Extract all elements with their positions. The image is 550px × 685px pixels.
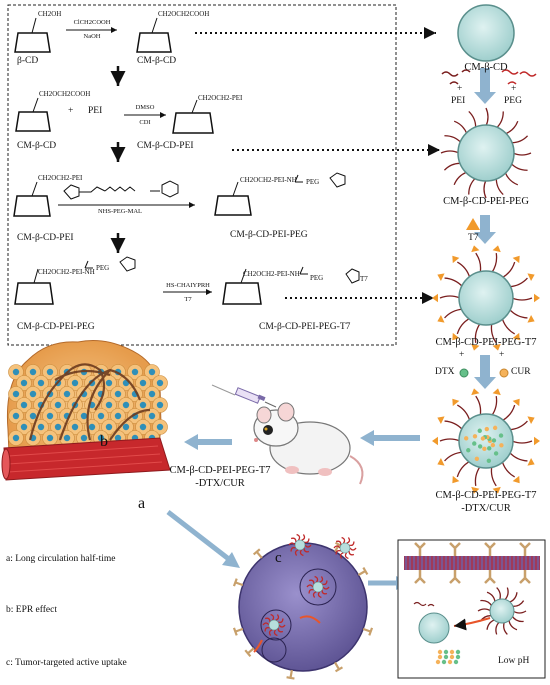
pei-squiggles — [441, 69, 471, 85]
group-row3-left: CH2OCH2-PEI — [38, 174, 83, 182]
caption-c: c: Tumor-targeted active uptake — [6, 658, 127, 668]
cd-cone-row3-left — [13, 181, 51, 217]
cd-cone-cm-beta-cd-pei — [172, 99, 214, 134]
assembly-plus-4: + — [499, 350, 505, 360]
inset-released-cd — [413, 601, 461, 665]
group-row4-left: CH2OCH2-PEI-NH — [38, 268, 95, 276]
assembly-step3: CM-β-CD-PEI-PEG-T7 — [435, 337, 537, 348]
reagent-nhs-peg-mal: NHS-PEG-MAL — [97, 208, 143, 215]
syringe-icon — [211, 384, 277, 408]
peg-row4-right: PEG — [310, 274, 324, 282]
mouse-illustration — [253, 402, 364, 485]
reagent-dmso: DMSO — [135, 104, 155, 111]
assembly-pei: PEI — [451, 96, 466, 106]
cd-particle-1 — [457, 4, 515, 62]
caption-a: a: Long circulation half-time — [6, 554, 116, 564]
tumor-cell — [232, 533, 374, 680]
cd-cone-cm-beta-cd-pei-peg-t7 — [222, 266, 360, 305]
label-cm-beta-cd: CM-β-CD — [137, 56, 177, 66]
assembly-peg: PEG — [504, 96, 522, 106]
assembly-step2: CM-β-CD-PEI-PEG — [443, 196, 529, 207]
label-cm-beta-cd-pei: CM-β-CD-PEI — [137, 141, 194, 151]
inset-membrane — [404, 542, 540, 584]
assembly-arrow-1 — [474, 68, 496, 104]
cd-cone-row4-left — [14, 256, 136, 305]
assembly-step4-line2: -DTX/CUR — [461, 503, 511, 514]
assembly-plus-1: + — [457, 84, 463, 94]
group-row4-right: CH2OCH2-PEI-NH — [243, 270, 300, 278]
inset-low-ph: Low pH — [498, 656, 530, 666]
assembly-arrow-2 — [474, 215, 496, 244]
cd-pei-peg-particle — [440, 107, 532, 199]
mark-c: c — [275, 550, 282, 566]
arrow-to-mouse — [360, 430, 420, 446]
dtx-dot-icon — [459, 368, 469, 378]
label-row3-left: CM-β-CD-PEI — [17, 233, 74, 243]
mouse-label-line2: -DTX/CUR — [195, 478, 245, 489]
group-row3-right: CH2OCH2-PEI-NH — [240, 176, 297, 184]
caption-b: b: EPR effect — [6, 605, 58, 615]
tumor-illustration — [6, 340, 168, 477]
label-beta-cd: β-CD — [17, 56, 39, 66]
label-pei: PEI — [88, 106, 103, 116]
label-row2-left: CM-β-CD — [17, 141, 57, 151]
arrow-to-cell — [166, 510, 240, 568]
peg-row4-left: PEG — [96, 264, 110, 272]
mouse-label-line1: CM-β-CD-PEI-PEG-T7 — [169, 465, 271, 476]
reagent-naoh: NaOH — [83, 33, 101, 40]
synthesis-box — [7, 4, 397, 346]
peg-squiggles — [501, 69, 537, 85]
assembly-step1: CM-β-CD — [464, 62, 508, 73]
nhs-peg-mal-structure — [63, 180, 179, 200]
assembly-plus-3: + — [459, 350, 465, 360]
assembly-arrow-3 — [474, 355, 496, 389]
mark-b: b — [100, 433, 108, 450]
cd-cone-row2-left — [15, 97, 51, 132]
peg-row3: PEG — [306, 178, 320, 186]
reagent-clch2cooh: ClCH2COOH — [73, 19, 111, 26]
label-cm-beta-cd-pei-peg: CM-β-CD-PEI-PEG — [230, 230, 308, 240]
cd-cone-beta-cd — [14, 17, 51, 53]
label-cm-beta-cd-pei-peg-t7: CM-β-CD-PEI-PEG-T7 — [259, 322, 351, 332]
assembly-step4-line1: CM-β-CD-PEI-PEG-T7 — [435, 490, 537, 501]
assembly-t7: T7 — [468, 233, 479, 243]
assembly-plus-2: + — [511, 84, 517, 94]
group-row2-right: CH2OCH2-PEI — [198, 94, 243, 102]
reagent-t7: T7 — [184, 296, 192, 303]
label-row4-left: CM-β-CD-PEI-PEG — [17, 322, 95, 332]
cur-dot-icon — [499, 368, 509, 378]
assembly-cur: CUR — [511, 367, 531, 377]
group-ch2oh: CH2OH — [38, 10, 62, 18]
blood-vessel — [1, 437, 171, 481]
reagent-cdi: CDI — [139, 119, 151, 126]
assembly-dtx: DTX — [435, 367, 455, 377]
cd-pei-peg-t7-particle — [432, 245, 540, 351]
drug-loaded-particle — [432, 388, 540, 494]
t7-triangle-icon — [466, 218, 480, 230]
arrow-to-tumor — [184, 434, 232, 450]
cd-cone-cm-beta-cd-pei-peg — [214, 172, 346, 216]
reagent-hs-chaiyprh: HS-CHAIYPRH — [166, 282, 210, 289]
mark-a: a — [138, 495, 146, 512]
inset-release-arrow — [453, 617, 491, 631]
inset-particle — [477, 587, 527, 635]
plus-sign: + — [68, 106, 74, 116]
cd-cone-cm-beta-cd — [136, 17, 172, 53]
t7-row4: T7 — [360, 275, 368, 283]
group-ch2och2cooh: CH2OCH2COOH — [158, 10, 210, 18]
group-row2-left: CH2OCH2COOH — [39, 90, 91, 98]
